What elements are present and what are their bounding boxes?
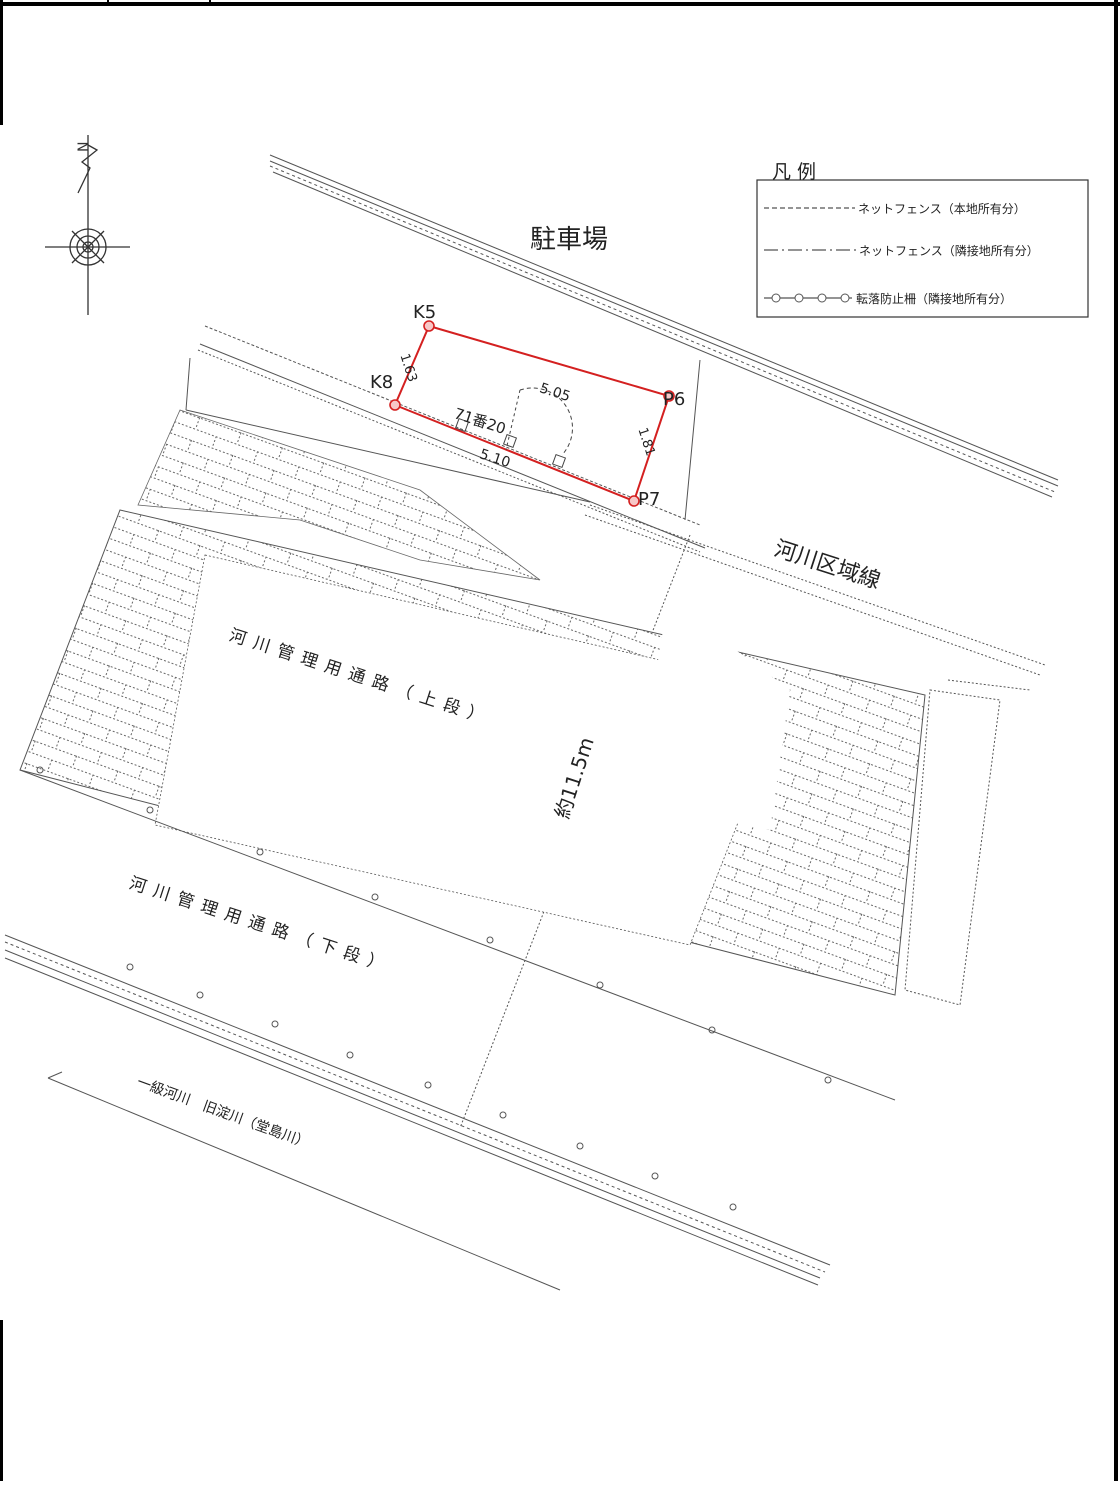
point-p6-label: P6 xyxy=(663,389,685,410)
river-name-label: 一級河川 旧淀川（堂島川） xyxy=(135,1074,311,1151)
legend: 凡 例 ネットフェンス（本地所有分） ネットフェンス（隣接地所有分） 転落防止柵… xyxy=(756,161,1089,318)
legend-title: 凡 例 xyxy=(772,161,816,183)
point-p7-marker xyxy=(628,495,640,507)
parking-label: 駐車場 xyxy=(530,225,608,255)
point-p6-marker xyxy=(663,390,675,402)
river-zone-line xyxy=(459,504,1046,1129)
point-k5-label: K5 xyxy=(413,302,436,323)
lower-road-area xyxy=(4,766,896,1286)
river-edge xyxy=(47,1071,561,1291)
lot-number-label: 71番20 xyxy=(452,404,508,438)
north-arrow-icon xyxy=(45,135,130,315)
point-k8-marker xyxy=(389,399,401,411)
point-p7-label: P7 xyxy=(638,489,660,510)
point-k5-marker xyxy=(423,320,435,332)
lot-side-strip xyxy=(185,325,706,553)
stone-blocks xyxy=(137,409,541,581)
point-k8-label: K8 xyxy=(370,372,393,393)
lot-boundary xyxy=(389,320,675,507)
legend-item-1: ネットフェンス（隣接地所有分） xyxy=(859,243,1039,258)
dimension-top: 5.05 xyxy=(538,380,573,405)
legend-item-2: 転落防止柵（隣接地所有分） xyxy=(856,291,1012,306)
dimension-right: 1.81 xyxy=(634,426,657,458)
top-road xyxy=(269,154,1059,498)
river-zone-label: 河川区域線 xyxy=(771,537,883,595)
lower-road-label: 河川管理用通路（下段） xyxy=(127,873,395,977)
upper-road-area xyxy=(19,509,1031,1006)
north-label: N xyxy=(76,142,92,152)
legend-item-0: ネットフェンス（本地所有分） xyxy=(858,202,1026,216)
